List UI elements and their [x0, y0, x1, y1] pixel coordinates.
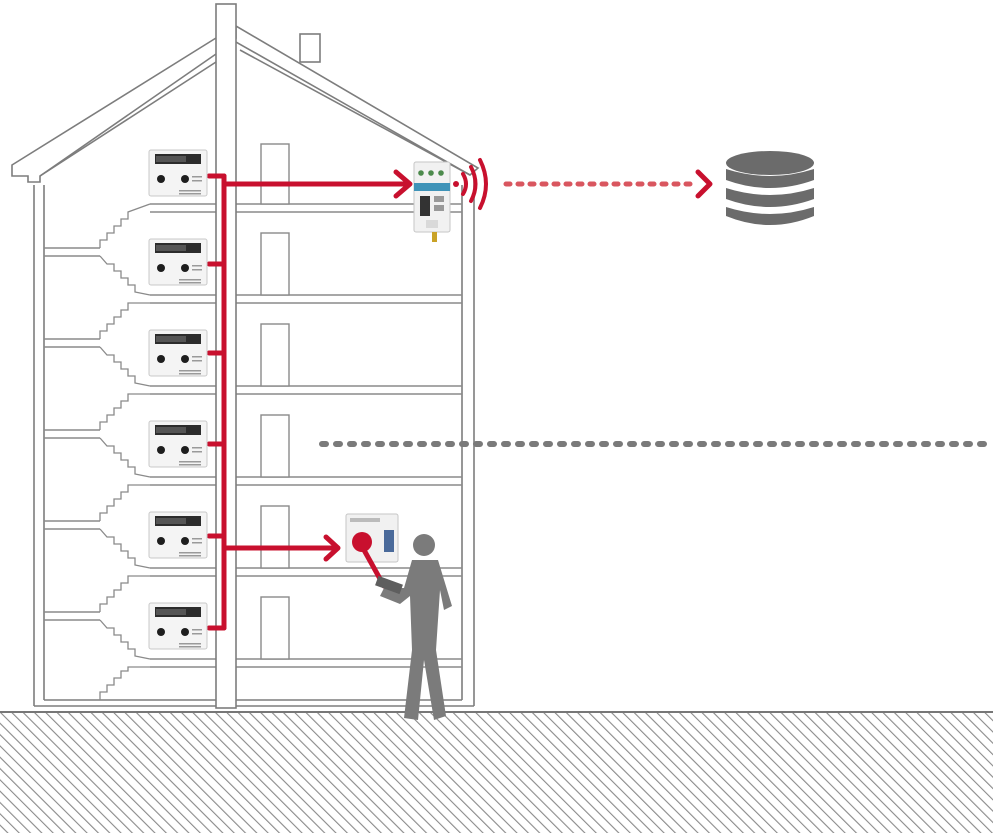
- meter-bus-wiring: [206, 169, 413, 631]
- wireless-gateway-icon: [413, 161, 451, 242]
- technician-with-tablet-icon: [375, 534, 452, 720]
- radio-link: [503, 169, 713, 199]
- building: [11, 3, 480, 709]
- ground-hatch: [0, 713, 993, 833]
- doors: [260, 143, 290, 660]
- database-icon: [726, 151, 814, 225]
- radio-waves-icon: [453, 158, 488, 210]
- staircase: [99, 203, 151, 700]
- local-readout-gateway-icon: [345, 513, 399, 589]
- utility-meter-icon: [148, 149, 208, 650]
- floor-slabs: [44, 203, 462, 668]
